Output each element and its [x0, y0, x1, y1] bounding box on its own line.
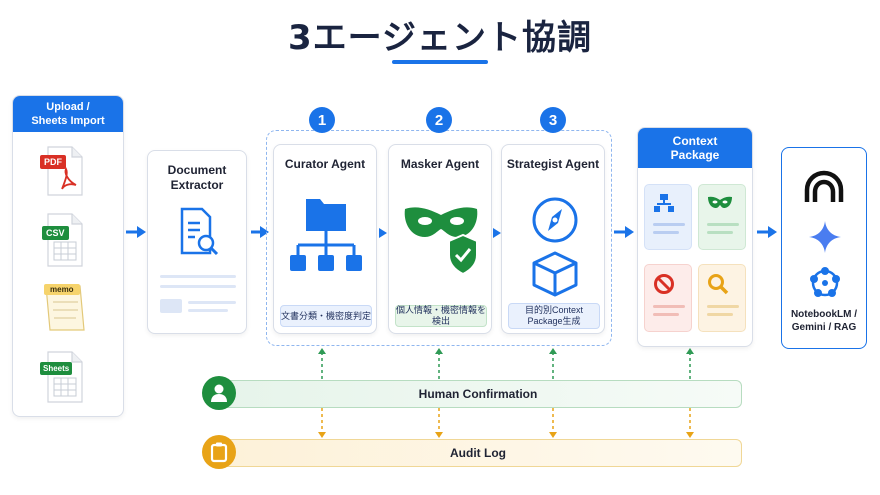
- clipboard-icon: [202, 435, 236, 469]
- step-number-2: 2: [426, 107, 452, 133]
- arrow-right-icon: [757, 226, 777, 238]
- human-confirmation-label: Human Confirmation: [418, 387, 538, 401]
- masker-tag: 個人情報・機密情報を検出: [395, 305, 487, 327]
- context-tile-amber: [698, 264, 746, 332]
- text-line: [188, 301, 236, 304]
- text-line: [707, 305, 739, 308]
- text-line: [188, 309, 228, 312]
- sheets-badge: Sheets: [40, 362, 73, 375]
- curator-agent-card: Curator Agent 文書分類・機密度判定: [273, 144, 377, 334]
- arrow-right-icon: [126, 226, 146, 238]
- step-number-1: 1: [309, 107, 335, 133]
- hierarchy-folder-icon: [290, 199, 362, 271]
- upload-header: Upload / Sheets Import: [13, 96, 123, 132]
- masker-agent-card: Masker Agent 個人情報・機密情報を検出: [388, 144, 492, 334]
- sheets-file-icon: Sheets: [40, 350, 86, 404]
- arrow-right-icon: [493, 228, 501, 238]
- strategist-tag: 目的別Context Package生成: [508, 303, 600, 329]
- extractor-label: Document Extractor: [167, 163, 227, 192]
- memo-badge: memo: [44, 284, 80, 295]
- arrow-right-icon: [251, 226, 269, 238]
- arrow-right-icon: [379, 228, 387, 238]
- image-block: [160, 299, 182, 313]
- gemini-icon: [809, 221, 841, 253]
- strategist-agent-card: Strategist Agent 目的別Context Package生成: [501, 144, 605, 334]
- title-underline: [392, 60, 488, 64]
- notebooklm-icon: [804, 170, 844, 202]
- compass-icon: [532, 197, 578, 243]
- text-line: [160, 285, 236, 288]
- text-line: [707, 313, 733, 316]
- curator-agent-label: Curator Agent: [284, 157, 366, 171]
- text-line: [160, 275, 236, 278]
- mask-shield-icon: [404, 207, 478, 276]
- masker-agent-label: Masker Agent: [400, 157, 480, 171]
- pdf-badge: PDF: [40, 155, 66, 169]
- csv-file-icon: CSV: [42, 212, 86, 268]
- strategist-agent-label: Strategist Agent: [506, 157, 600, 171]
- hierarchy-icon: [654, 194, 674, 212]
- output-panel: NotebookLM / Gemini / RAG: [781, 147, 867, 349]
- pdf-file-icon: PDF: [40, 145, 86, 197]
- context-tile-red: [644, 264, 692, 332]
- context-tile-blue: [644, 184, 692, 250]
- text-line: [707, 223, 739, 226]
- text-line: [653, 313, 679, 316]
- document-search-icon: [180, 207, 219, 256]
- text-line: [653, 223, 685, 226]
- csv-badge: CSV: [42, 226, 69, 240]
- step-number-3: 3: [540, 107, 566, 133]
- output-label: NotebookLM / Gemini / RAG: [790, 309, 858, 333]
- document-extractor-card: Document Extractor: [147, 150, 247, 334]
- human-confirmation-bar: Human Confirmation: [214, 380, 742, 408]
- audit-log-label: Audit Log: [450, 446, 506, 460]
- prohibited-icon: [654, 274, 674, 294]
- person-icon: [202, 376, 236, 410]
- text-line: [653, 305, 685, 308]
- context-package-header: Context Package: [638, 128, 752, 168]
- audit-log-bar: Audit Log: [214, 439, 742, 467]
- mask-icon: [708, 196, 732, 208]
- memo-file-icon: memo: [40, 280, 88, 338]
- context-package-panel: Context Package: [637, 127, 753, 347]
- package-box-icon: [532, 251, 578, 297]
- context-tile-green: [698, 184, 746, 250]
- rag-network-icon: [810, 267, 840, 297]
- arrow-right-icon: [614, 226, 634, 238]
- curator-tag: 文書分類・機密度判定: [280, 305, 372, 327]
- page-title: 3エージェント協調: [288, 18, 592, 58]
- text-line: [653, 231, 679, 234]
- magnifier-icon: [708, 274, 729, 295]
- text-line: [707, 231, 733, 234]
